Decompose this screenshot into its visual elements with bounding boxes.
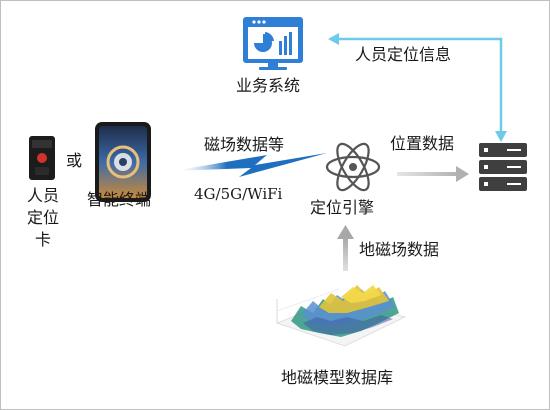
magnetic-field-data-label: 磁场数据等 — [204, 135, 285, 154]
location-data-label: 位置数据 — [390, 134, 455, 153]
atom-icon — [325, 142, 381, 192]
id-card-device-icon — [29, 136, 55, 180]
geomagnetic-data-arrow — [337, 225, 354, 271]
geomagnetic-data-label: 地磁场数据 — [359, 240, 440, 259]
geomagnetic-model-db-label: 地磁模型数据库 — [281, 368, 394, 387]
location-info-arrow — [328, 33, 507, 142]
or-label: 或 — [66, 151, 83, 170]
network-label: 4G/5G/WiFi — [194, 185, 283, 203]
business-system-label: 业务系统 — [236, 76, 301, 95]
smartphone-icon — [95, 122, 151, 202]
dashboard-monitor-icon — [243, 17, 303, 70]
location-data-arrow — [397, 166, 469, 182]
lightning-bolt-icon — [173, 153, 327, 177]
personnel-card-label: 人员定位卡 — [26, 186, 59, 249]
server-rack-icon — [479, 143, 527, 191]
3d-surface-plot-icon — [275, 285, 407, 347]
smart-terminal-label: 智能终端 — [87, 190, 152, 209]
positioning-engine-label: 定位引擎 — [310, 198, 375, 217]
personnel-location-info-label: 人员定位信息 — [355, 45, 452, 64]
